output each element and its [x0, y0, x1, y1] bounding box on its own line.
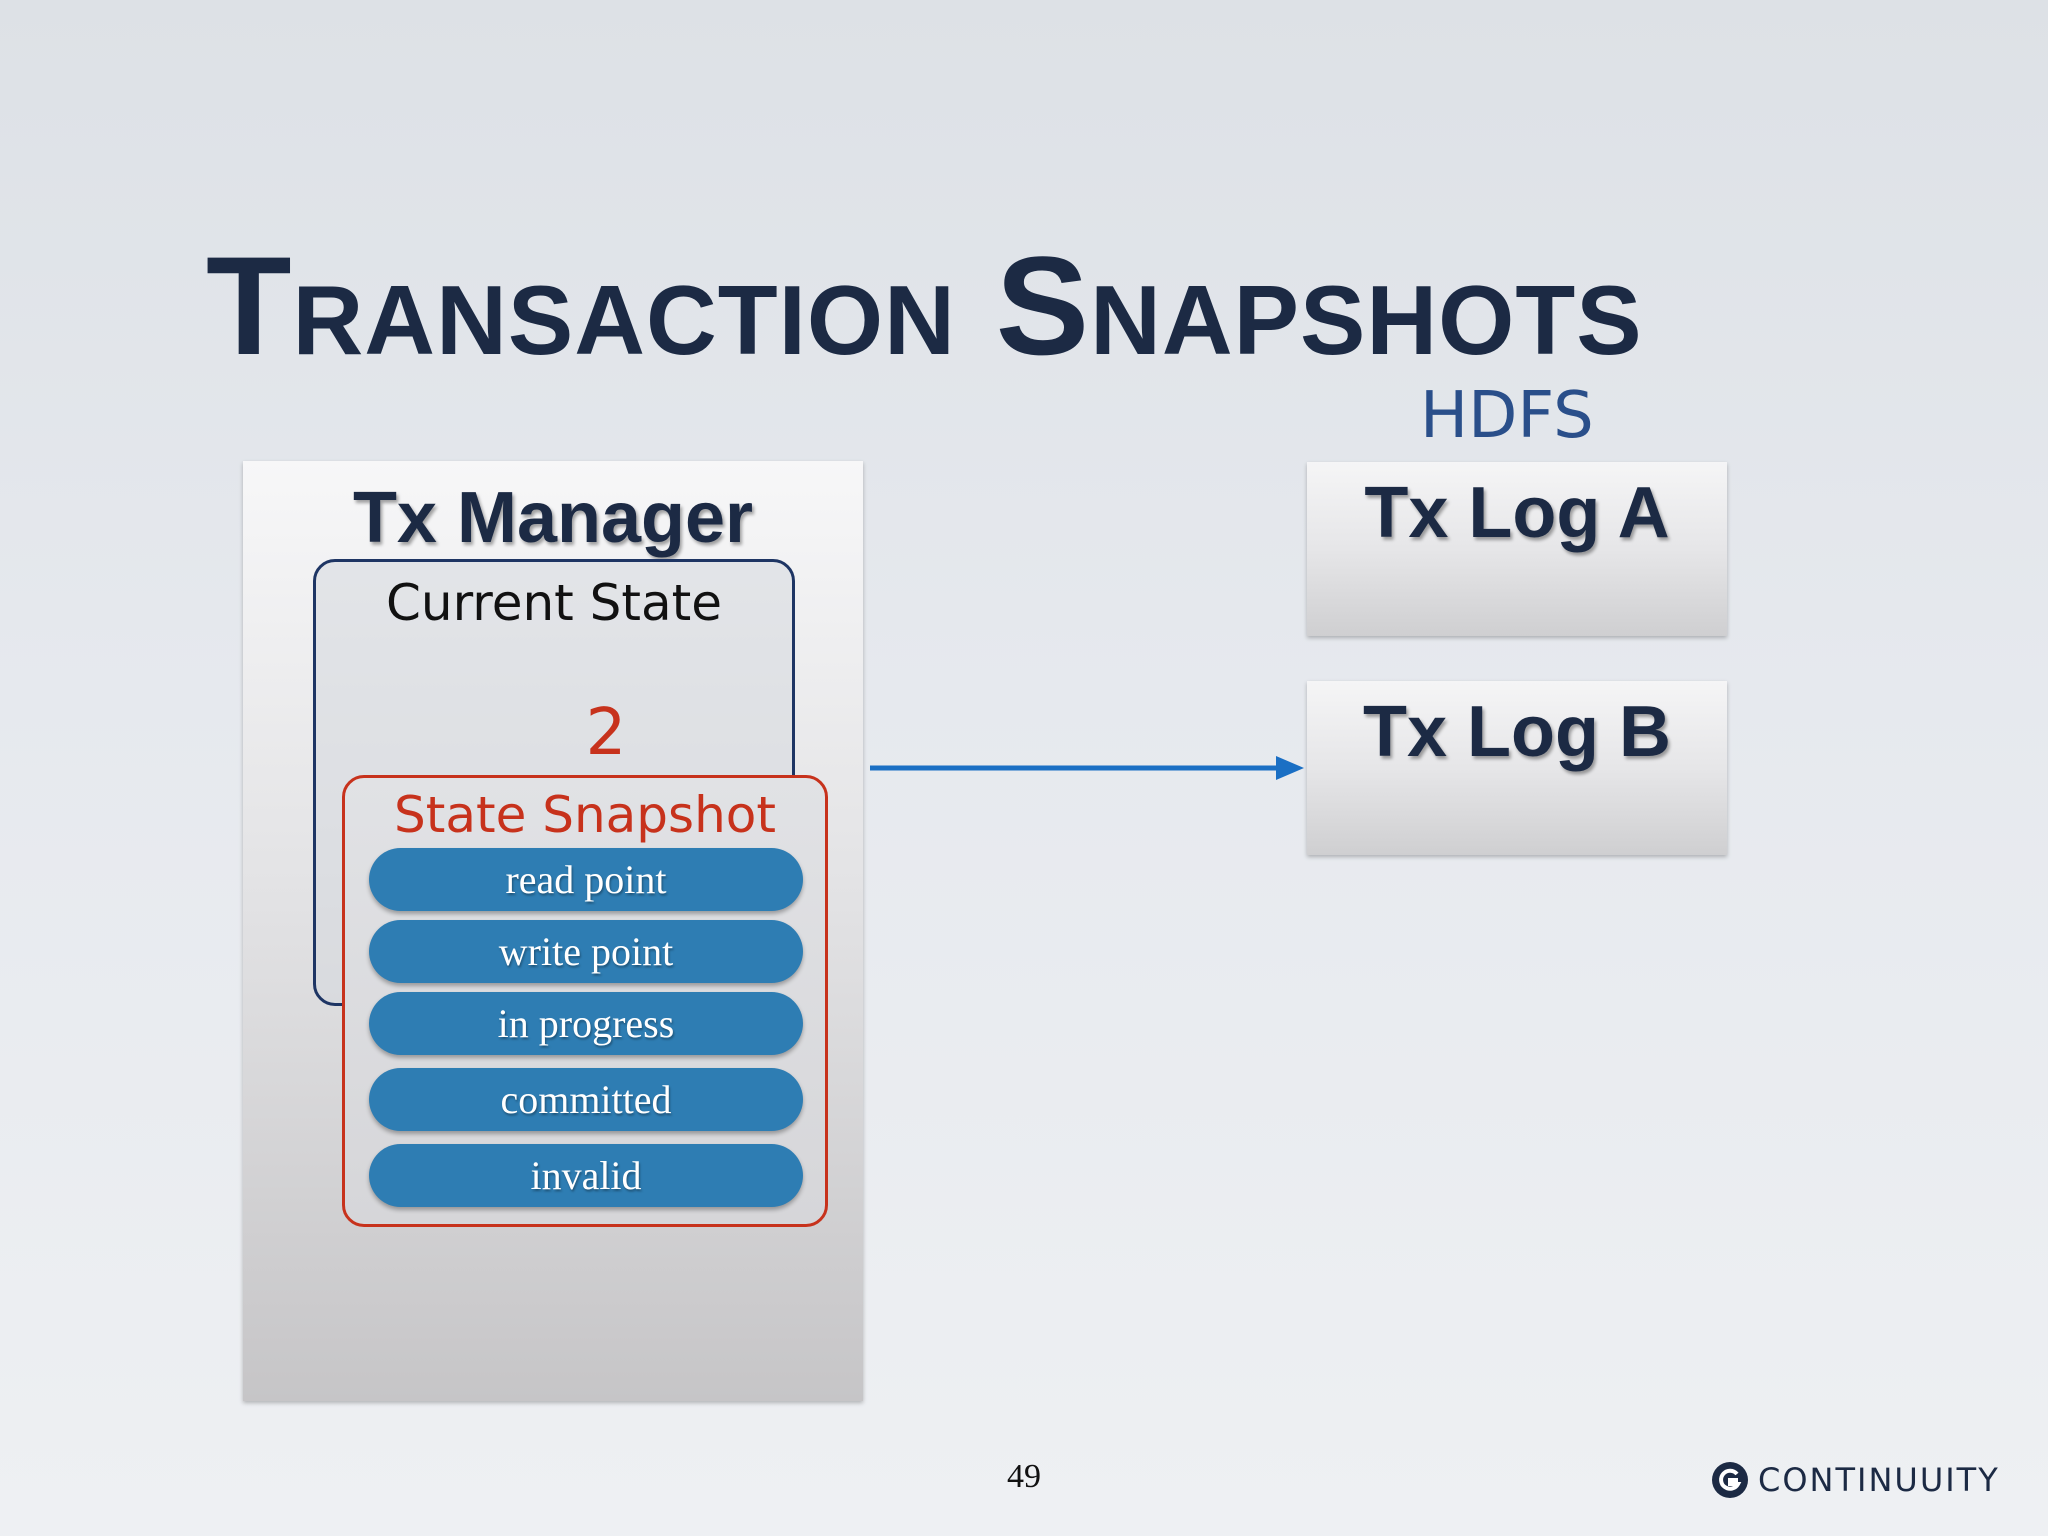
hdfs-label: HDFS — [1420, 379, 1594, 453]
tx-log-b-title: Tx Log B — [1363, 692, 1671, 772]
state-snapshot-box: State Snapshot read point write point in… — [342, 775, 828, 1227]
arrow-to-tx-log-b — [870, 756, 1304, 780]
snapshot-item-committed[interactable]: committed — [369, 1068, 803, 1131]
page-number: 49 — [1007, 1458, 1041, 1495]
state-snapshot-label: State Snapshot — [394, 786, 776, 844]
tx-log-b-box: Tx Log B — [1307, 681, 1727, 855]
snapshot-item-read-point[interactable]: read point — [369, 848, 803, 911]
tx-manager-title: Tx Manager — [352, 478, 754, 558]
continuuity-logo-icon — [1712, 1462, 1748, 1498]
tx-log-a-title: Tx Log A — [1364, 473, 1670, 553]
brand-name: CONTINUUITY — [1758, 1461, 2000, 1499]
brand: CONTINUUITY — [1710, 1460, 2000, 1500]
slide-title: Transaction Snapshots — [206, 227, 1643, 384]
current-state-value: 2 — [585, 696, 627, 770]
tx-log-a-box: Tx Log A — [1307, 462, 1727, 636]
snapshot-item-invalid[interactable]: invalid — [369, 1144, 803, 1207]
snapshot-item-in-progress[interactable]: in progress — [369, 992, 803, 1055]
snapshot-item-write-point[interactable]: write point — [369, 920, 803, 983]
current-state-label: Current State — [385, 574, 723, 632]
arrow-head-icon — [1276, 756, 1304, 780]
